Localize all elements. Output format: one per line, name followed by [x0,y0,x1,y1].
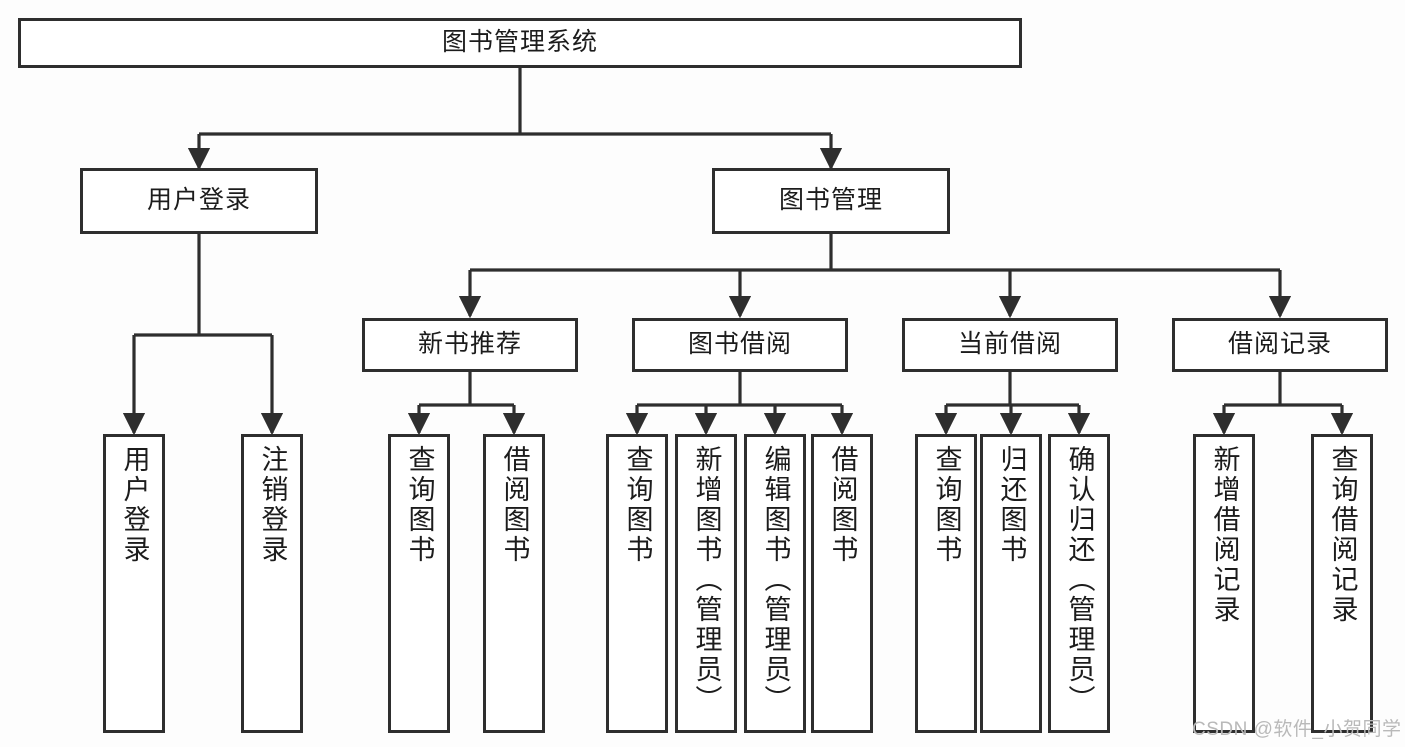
node-borrow-record[interactable]: 借阅记录 [1172,318,1388,372]
node-label: 图书管理 [778,186,883,215]
leaf-book-borrow-query-book[interactable]: 查询图书 [606,434,668,733]
leaf-current-borrow-return-book[interactable]: 归还图书 [980,434,1042,733]
node-label: 借阅记录 [1227,330,1332,359]
node-label: 图书管理系统 [441,28,598,57]
leaf-book-borrow-edit-book-admin[interactable]: 编辑图书（管理员） [744,434,806,733]
node-root-book-management-system[interactable]: 图书管理系统 [18,18,1022,68]
node-user-login[interactable]: 用户登录 [80,168,318,234]
node-label: 查询借阅记录 [1327,445,1358,625]
node-label: 查询图书 [622,445,653,565]
leaf-borrow-record-add-record[interactable]: 新增借阅记录 [1193,434,1255,733]
node-label: 查询图书 [404,445,435,565]
leaf-current-borrow-confirm-return-admin[interactable]: 确认归还（管理员） [1048,434,1110,733]
node-label: 图书借阅 [687,330,792,359]
node-label: 新书推荐 [417,330,522,359]
node-label: 新增图书（管理员） [691,445,722,715]
csdn-watermark: CSDN @软件_小贺同学 [1192,719,1402,740]
leaf-book-borrow-borrow-book[interactable]: 借阅图书 [811,434,873,733]
leaf-user-login-logout[interactable]: 注销登录 [241,434,303,733]
node-label: 编辑图书（管理员） [760,445,791,715]
node-label: 用户登录 [146,186,251,215]
node-label: 当前借阅 [957,330,1062,359]
leaf-book-borrow-add-book-admin[interactable]: 新增图书（管理员） [675,434,737,733]
leaf-borrow-record-query-record[interactable]: 查询借阅记录 [1311,434,1373,733]
node-label: 查询图书 [931,445,962,565]
node-label: 用户登录 [119,445,150,565]
node-label: 归还图书 [996,445,1027,565]
node-label: 注销登录 [257,445,288,565]
leaf-new-book-query-book[interactable]: 查询图书 [388,434,450,733]
node-label: 新增借阅记录 [1209,445,1240,625]
node-new-book-recommend[interactable]: 新书推荐 [362,318,578,372]
node-current-borrow[interactable]: 当前借阅 [902,318,1118,372]
node-label: 借阅图书 [499,445,530,565]
leaf-user-login-login[interactable]: 用户登录 [103,434,165,733]
node-book-management[interactable]: 图书管理 [712,168,950,234]
leaf-current-borrow-query-book[interactable]: 查询图书 [915,434,977,733]
node-book-borrow[interactable]: 图书借阅 [632,318,848,372]
node-label: 借阅图书 [827,445,858,565]
leaf-new-book-borrow-book[interactable]: 借阅图书 [483,434,545,733]
node-label: 确认归还（管理员） [1064,445,1095,715]
